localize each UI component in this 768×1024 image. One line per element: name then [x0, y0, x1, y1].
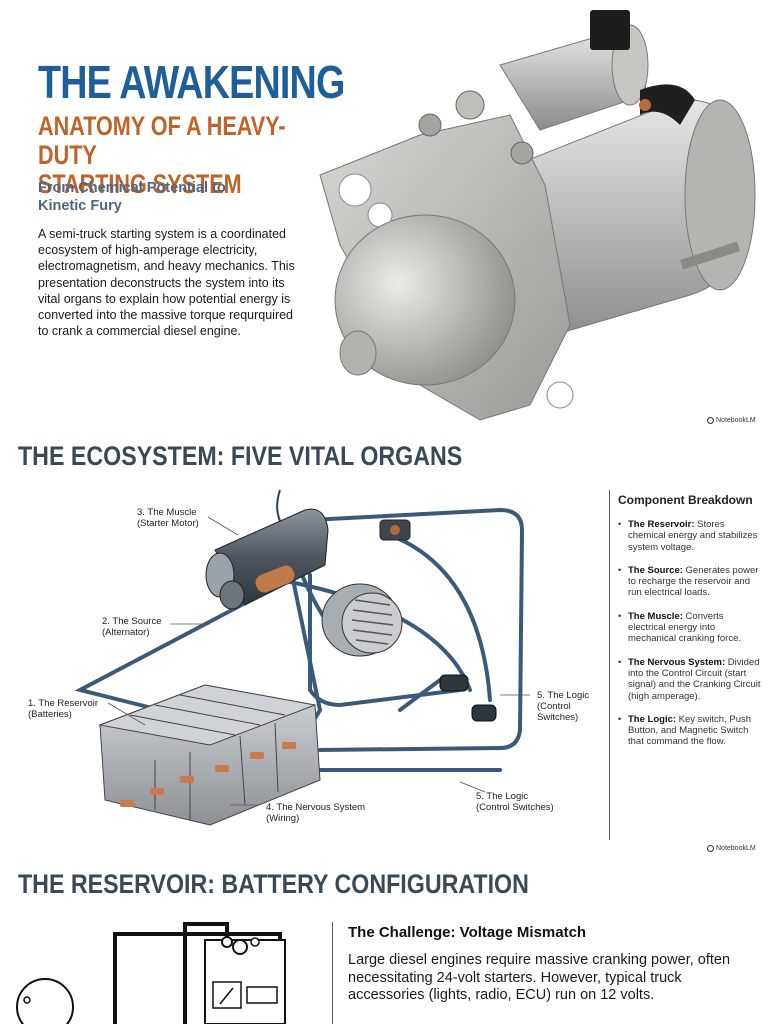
list-item: The Source: Generates power to recharge …: [618, 565, 763, 599]
badge-label: NotebookLM: [716, 417, 756, 424]
breakdown-divider: [609, 490, 610, 840]
diagram-starter-motor: [205, 508, 329, 610]
item-term: The Logic:: [628, 713, 677, 725]
notebooklm-badge: NotebookLM: [707, 417, 756, 424]
starter-motor-illustration: [319, 10, 756, 421]
reservoir-title: THE RESERVOIR: BATTERY CONFIGURATION: [18, 869, 529, 899]
notebooklm-logo-icon: [707, 417, 714, 424]
hero-intro: A semi-truck starting system is a coordi…: [38, 227, 295, 339]
callout-nervous-system: 4. The Nervous System (Wiring): [266, 802, 366, 824]
item-text: Key switch, Push Button, and Magnetic Sw…: [628, 713, 752, 748]
breakdown-list: The Reservoir: Stores chemical energy an…: [618, 519, 763, 748]
item-text: Divided into the Control Circuit (start …: [628, 656, 761, 702]
challenge-text: Large diesel engines require massive cra…: [348, 952, 731, 1003]
ecosystem-diagram: [74, 489, 530, 826]
battery-configuration-diagram: [16, 922, 286, 1024]
hero-slide: THE AWAKENING ANATOMY OF A HEAVY-DUTY ST…: [0, 0, 768, 430]
meter-box: [204, 936, 286, 1024]
list-item: The Nervous System: Divided into the Con…: [618, 657, 763, 702]
callout-logic-right: 5. The Logic (Control Switches): [537, 690, 590, 723]
hero-subtitle: ANATOMY OF A HEAVY-DUTY STARTING SYSTEM: [38, 111, 286, 199]
breakdown-heading: Component Breakdown: [618, 493, 753, 507]
item-text: Stores chemical energy and stabilizes sy…: [628, 519, 758, 553]
list-item: The Muscle: Converts electrical energy i…: [618, 611, 763, 645]
item-term: The Nervous System:: [628, 656, 726, 668]
notebooklm-logo-icon: [707, 845, 714, 852]
ecosystem-title: THE ECOSYSTEM: FIVE VITAL ORGANS: [18, 441, 463, 471]
callout-source: 2. The Source (Alternator): [102, 616, 162, 638]
component-breakdown: Component Breakdown The Reservoir: Store…: [618, 493, 763, 760]
item-term: The Reservoir:: [628, 519, 695, 530]
item-text: Generates power to recharge the reservoi…: [628, 564, 759, 599]
callout-logic-bottom: 5. The Logic (Control Switches): [476, 791, 554, 813]
diagram-control-switches: [439, 674, 497, 722]
challenge-divider: [332, 922, 333, 1024]
hero-tagline: From Chemical Potential to Kinetic Fury: [38, 180, 226, 214]
callout-reservoir: 1. The Reservoir (Batteries): [28, 698, 99, 720]
list-item: The Reservoir: Stores chemical energy an…: [618, 519, 763, 553]
hero-title: THE AWAKENING: [38, 56, 345, 108]
challenge-heading: The Challenge: Voltage Mismatch: [348, 924, 587, 941]
flywheel-icon: [16, 978, 74, 1024]
item-term: The Muscle:: [628, 610, 683, 622]
list-item: The Logic: Key switch, Push Button, and …: [618, 714, 763, 748]
diagram-alternator: [321, 583, 403, 657]
badge-label: NotebookLM: [716, 845, 756, 852]
item-term: The Source:: [628, 564, 683, 576]
callout-muscle: 3. The Muscle (Starter Motor): [137, 507, 199, 529]
notebooklm-badge: NotebookLM: [707, 845, 756, 852]
diagram-magnetic-switch: [379, 519, 411, 541]
diagram-battery-bank: [98, 684, 321, 826]
item-text: Converts electrical energy into mechanic…: [628, 610, 741, 645]
wiring-harness: [74, 507, 525, 772]
